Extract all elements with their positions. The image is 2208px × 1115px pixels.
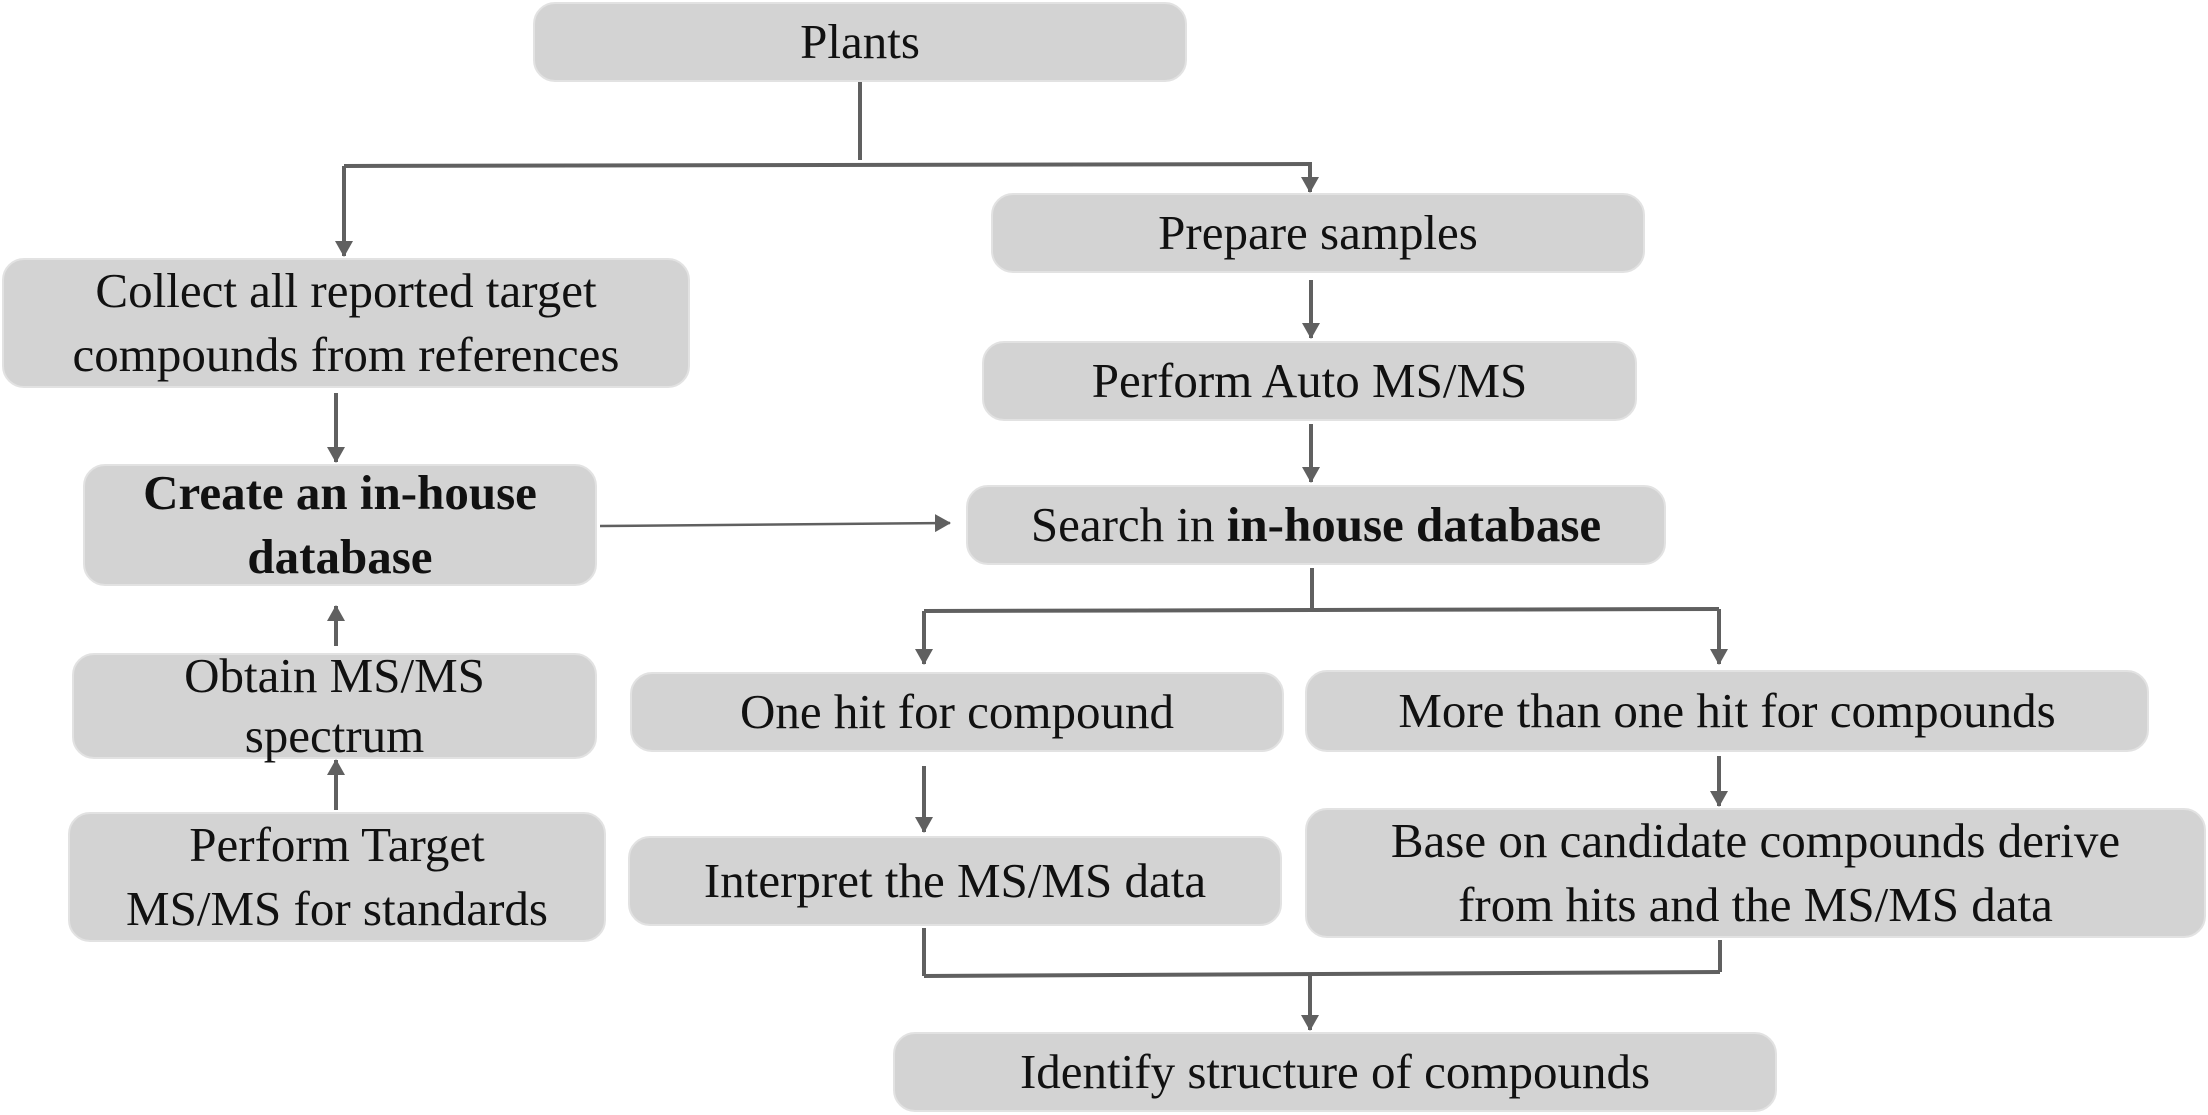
arrow-create-to-search xyxy=(599,514,951,533)
node-create-line2: database xyxy=(247,529,433,584)
node-perform-target: Perform Target MS/MS for standards xyxy=(68,812,606,942)
node-interpret-label: Interpret the MS/MS data xyxy=(703,853,1207,908)
node-obtain-line1: Obtain MS/MS xyxy=(184,648,485,703)
node-perform-auto-label: Perform Auto MS/MS xyxy=(1091,353,1528,408)
node-perform-auto: Perform Auto MS/MS xyxy=(982,341,1637,421)
node-search-label: Search in in-house database xyxy=(1031,493,1601,557)
node-identify-structure: Identify structure of compounds xyxy=(893,1032,1777,1112)
node-plants-label: Plants xyxy=(800,14,920,69)
node-more-hits-label: More than one hit for compounds xyxy=(1398,683,2056,738)
connector-plants-split xyxy=(343,162,1313,168)
node-obtain-spectrum: Obtain MS/MS spectrum xyxy=(72,648,597,763)
node-search-database: Search in in-house database xyxy=(966,485,1666,565)
node-obtain-line2: spectrum xyxy=(244,708,425,763)
node-create-line1: Create an in-house xyxy=(143,465,537,520)
node-one-hit-label: One hit for compound xyxy=(739,684,1175,739)
node-collect-references: Collect all reported target compounds fr… xyxy=(2,258,690,388)
node-prepare-label: Prepare samples xyxy=(1158,205,1478,260)
node-base-line2: from hits and the MS/MS data xyxy=(1458,877,2053,932)
node-one-hit: One hit for compound xyxy=(630,672,1284,752)
node-perform-target-line2: MS/MS for standards xyxy=(126,881,548,936)
node-interpret-data: Interpret the MS/MS data xyxy=(628,836,1282,926)
connector-merge xyxy=(923,970,1721,978)
node-identify-label: Identify structure of compounds xyxy=(1019,1044,1651,1099)
node-collect-line1: Collect all reported target xyxy=(95,263,597,318)
node-create-database: Create an in-house database xyxy=(83,464,597,586)
node-more-hits: More than one hit for compounds xyxy=(1305,670,2149,752)
node-base-line1: Base on candidate compounds derive xyxy=(1390,813,2121,868)
node-plants: Plants xyxy=(533,2,1187,82)
node-search-bold: in-house database xyxy=(1226,497,1602,552)
connector-search-split xyxy=(923,607,1720,613)
node-base-candidates: Base on candidate compounds derive from … xyxy=(1305,808,2206,938)
node-collect-line2: compounds from references xyxy=(72,327,620,382)
node-prepare-samples: Prepare samples xyxy=(991,193,1645,273)
node-search-prefix: Search in xyxy=(1030,497,1227,552)
node-perform-target-line1: Perform Target xyxy=(189,817,485,872)
